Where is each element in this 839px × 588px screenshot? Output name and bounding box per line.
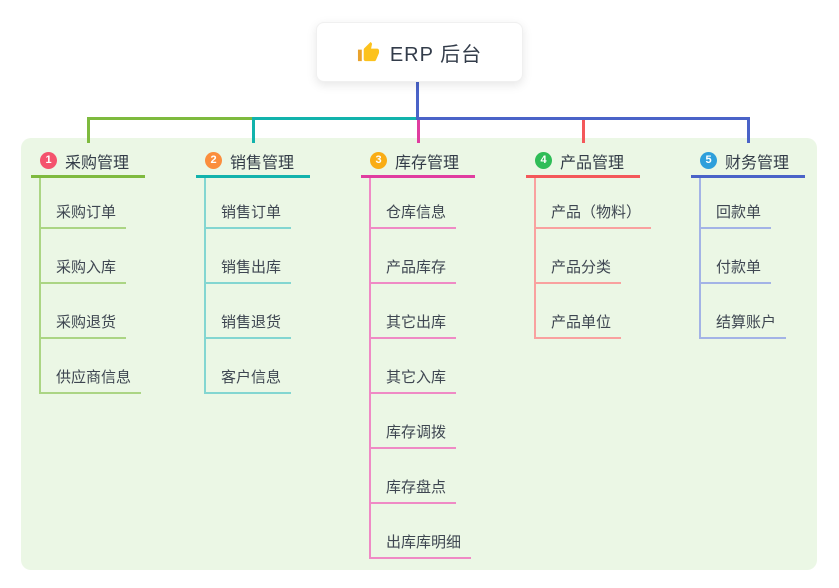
branch-title-product[interactable]: 4 产品管理 xyxy=(526,146,640,178)
branch-drop-finance xyxy=(746,117,750,143)
child-node[interactable]: 库存调拨 xyxy=(369,407,457,449)
bus-segment-teal xyxy=(251,117,420,120)
child-node[interactable]: 采购入库 xyxy=(39,242,127,284)
branch-drop-sales xyxy=(251,117,255,143)
root-connector xyxy=(415,82,419,120)
branch-number-badge: 4 xyxy=(535,152,552,169)
branch-title-label: 采购管理 xyxy=(65,154,130,172)
branch-column-product: 4 产品管理产品（物料） 产品分类产品单位 xyxy=(526,146,652,339)
branch-title-finance[interactable]: 5 财务管理 xyxy=(691,146,805,178)
child-node[interactable]: 产品单位 xyxy=(534,297,622,339)
child-node[interactable]: 其它出库 xyxy=(369,297,457,339)
branch-column-inventory: 3 库存管理仓库信息产品库存其它出库其它入库库存调拨库存盘点出库库明细 xyxy=(361,146,475,559)
child-node[interactable]: 回款单 xyxy=(699,187,772,229)
child-connector-line xyxy=(534,178,536,339)
child-node[interactable]: 销售退货 xyxy=(204,297,292,339)
child-node[interactable]: 产品库存 xyxy=(369,242,457,284)
branch-number-badge: 3 xyxy=(370,152,387,169)
branch-number-badge: 1 xyxy=(40,152,57,169)
branch-title-inventory[interactable]: 3 库存管理 xyxy=(361,146,475,178)
child-connector-line xyxy=(699,178,701,339)
thumbs-up-icon xyxy=(357,41,379,61)
child-node[interactable]: 采购退货 xyxy=(39,297,127,339)
branch-title-purchase[interactable]: 1 采购管理 xyxy=(31,146,145,178)
branch-title-label: 产品管理 xyxy=(560,154,625,172)
child-node[interactable]: 结算账户 xyxy=(699,297,787,339)
child-node[interactable]: 采购订单 xyxy=(39,187,127,229)
child-node[interactable]: 产品（物料） xyxy=(534,187,652,229)
child-connector-line xyxy=(369,178,371,559)
bus-segment-green xyxy=(86,117,255,120)
branch-title-sales[interactable]: 2 销售管理 xyxy=(196,146,310,178)
background-panel xyxy=(21,138,817,570)
branch-title-label: 财务管理 xyxy=(725,154,790,172)
child-node[interactable]: 销售出库 xyxy=(204,242,292,284)
branch-drop-inventory xyxy=(416,120,420,143)
child-node[interactable]: 其它入库 xyxy=(369,352,457,394)
branch-column-sales: 2 销售管理销售订单销售出库销售退货客户信息 xyxy=(196,146,310,394)
root-label: ERP 后台 xyxy=(389,43,483,66)
branch-title-label: 库存管理 xyxy=(395,154,460,172)
child-node[interactable]: 仓库信息 xyxy=(369,187,457,229)
child-node[interactable]: 供应商信息 xyxy=(39,352,142,394)
child-node[interactable]: 付款单 xyxy=(699,242,772,284)
child-node[interactable]: 客户信息 xyxy=(204,352,292,394)
child-node[interactable]: 库存盘点 xyxy=(369,462,457,504)
bus-segment-blue xyxy=(416,117,750,120)
branch-drop-product xyxy=(581,120,585,143)
branch-column-finance: 5 财务管理回款单付款单结算账户 xyxy=(691,146,805,339)
child-connector-line xyxy=(204,178,206,394)
branch-title-label: 销售管理 xyxy=(230,154,295,172)
child-node[interactable]: 出库库明细 xyxy=(369,517,472,559)
child-node[interactable]: 销售订单 xyxy=(204,187,292,229)
branch-number-badge: 2 xyxy=(205,152,222,169)
branch-drop-purchase xyxy=(86,117,90,143)
root-node[interactable]: ERP 后台 xyxy=(316,22,523,82)
branch-number-badge: 5 xyxy=(700,152,717,169)
child-connector-line xyxy=(39,178,41,394)
child-node[interactable]: 产品分类 xyxy=(534,242,622,284)
branch-column-purchase: 1 采购管理采购订单采购入库采购退货供应商信息 xyxy=(31,146,145,394)
